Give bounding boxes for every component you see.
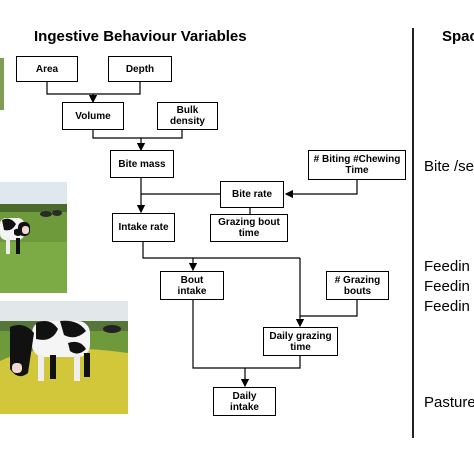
node-bout-intake: Bout intake (160, 271, 224, 300)
node-bite-mass: Bite mass (110, 150, 174, 178)
side-label-feeding-2: Feedin (424, 278, 470, 295)
top-partial-photo (0, 58, 4, 110)
node-intake-rate: Intake rate (112, 213, 175, 242)
node-area: Area (16, 56, 78, 82)
side-label-feeding-3: Feedin (424, 298, 470, 315)
side-panel-title: Spac (442, 28, 474, 45)
node-bulk-density: Bulk density (157, 102, 218, 130)
cow-photo-1 (0, 182, 67, 293)
node-bite-rate: Bite rate (220, 181, 284, 208)
cow-photo-2 (0, 301, 128, 414)
node-biting-chewing-time: # Biting #Chewing Time (308, 150, 406, 180)
node-daily-grazing-time: Daily grazing time (263, 327, 338, 356)
node-grazing-bouts: # Grazing bouts (326, 271, 389, 300)
side-label-bite: Bite /se (424, 158, 474, 175)
node-daily-intake: Daily intake (213, 387, 276, 416)
side-label-feeding-1: Feedin (424, 258, 470, 275)
vertical-divider (412, 28, 414, 438)
side-label-pasture: Pasture (424, 394, 474, 411)
diagram-title: Ingestive Behaviour Variables (34, 28, 247, 45)
node-grazing-bout-time: Grazing bout time (210, 214, 288, 242)
node-depth: Depth (108, 56, 172, 82)
node-volume: Volume (62, 102, 124, 130)
